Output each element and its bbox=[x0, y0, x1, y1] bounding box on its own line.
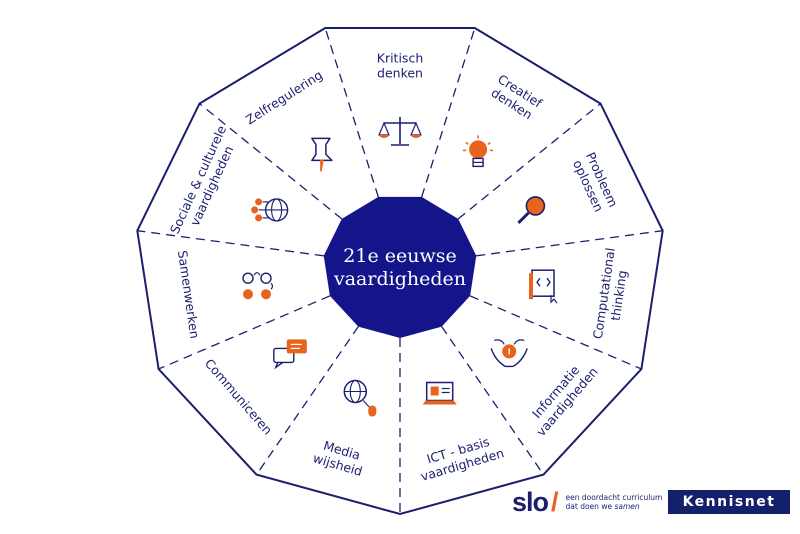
segment-divider bbox=[137, 230, 324, 257]
segment-divider bbox=[476, 230, 663, 257]
magnifier-icon bbox=[517, 196, 546, 224]
slo-wordmark: slo bbox=[512, 486, 549, 517]
slo-tagline-line2-prefix: dat doen we bbox=[565, 502, 615, 511]
pushpin-icon bbox=[311, 137, 333, 172]
center-title-line1: 21e eeuwse bbox=[343, 245, 456, 267]
slo-slash-mark: / bbox=[551, 486, 559, 517]
hands-info-icon bbox=[490, 339, 528, 368]
lightbulb-icon bbox=[463, 135, 494, 168]
collaboration-icon bbox=[242, 272, 274, 300]
slo-logo: slo / een doordacht curriculum dat doen … bbox=[512, 488, 662, 516]
scale-icon bbox=[378, 117, 422, 146]
center-title-line2: vaardigheden bbox=[333, 268, 466, 290]
laptop-icon bbox=[422, 381, 457, 405]
center-hendecagon bbox=[323, 196, 477, 338]
people-globe-icon bbox=[251, 198, 289, 222]
slo-tagline-line2-emphasis: samen bbox=[614, 502, 640, 511]
globe-mouse-icon bbox=[343, 379, 377, 417]
segment-label-line: Kritisch bbox=[377, 51, 424, 66]
slo-tagline-line1: een doordacht curriculum bbox=[565, 493, 663, 502]
segment-divider bbox=[469, 295, 642, 370]
segment-divider bbox=[199, 103, 343, 220]
kennisnet-logo: Kennisnet bbox=[668, 490, 790, 514]
slo-tagline: een doordacht curriculum dat doen we sam… bbox=[566, 493, 663, 511]
segment-divider bbox=[457, 103, 601, 220]
segment-label-line: thinking bbox=[608, 269, 630, 321]
segment-divider bbox=[158, 295, 331, 370]
speech-bubbles-icon bbox=[273, 339, 307, 370]
segment-label-line: denken bbox=[377, 66, 423, 81]
slo-tagline-line2: dat doen we samen bbox=[566, 502, 663, 511]
code-book-icon bbox=[529, 269, 558, 304]
